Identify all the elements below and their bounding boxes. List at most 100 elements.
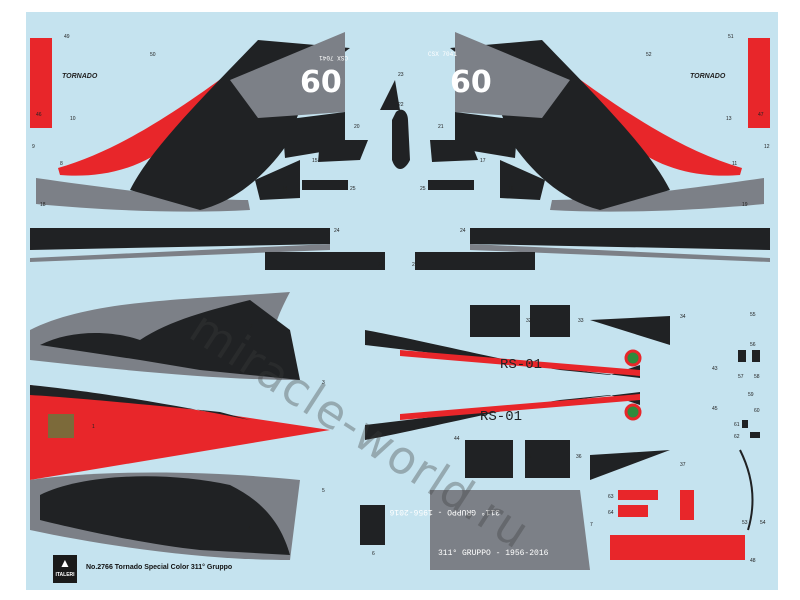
stencil-61 [742, 420, 748, 428]
decal-number-35: 35 [526, 454, 532, 460]
stencil-57 [738, 350, 746, 362]
black-eagle-head-lower-top [30, 385, 250, 420]
decal-number-62: 62 [734, 434, 740, 440]
decal-number-57: 57 [738, 374, 744, 380]
decal-number-16: 16 [508, 186, 514, 192]
black-panel-35 [465, 440, 513, 478]
decal-number-23: 23 [398, 72, 404, 78]
black-strip-left-25 [302, 180, 348, 190]
decal-number-12: 12 [764, 144, 770, 150]
decal-number-48: 48 [750, 558, 756, 564]
decal-number-36: 36 [576, 454, 582, 460]
black-panel-left-14 [255, 160, 300, 200]
black-eagle-head-lower [40, 476, 290, 555]
decal-number-15: 15 [312, 158, 318, 164]
italeri-mark-icon: ▲ [59, 556, 71, 570]
black-strip-right-25 [428, 180, 474, 190]
walkway-panel-1 [48, 414, 74, 438]
tail-number-right: 60 [450, 65, 492, 100]
red-tail-fin-left [30, 38, 52, 128]
decal-number-56: 56 [750, 342, 756, 348]
black-star-panel-left [318, 140, 368, 162]
decal-number-7: 7 [590, 522, 593, 528]
red-placard-63 [618, 490, 658, 500]
decal-number-22: 22 [398, 102, 404, 108]
center-nose-decal [392, 109, 410, 169]
gruppo-text-lower: 311° GRUPPO - 1956-2016 [438, 549, 549, 558]
decal-number-2: 2 [250, 324, 253, 330]
serial-left: CSX 7041 [319, 54, 348, 61]
tornado-wordmark-right: TORNADO [690, 73, 726, 80]
decal-number-49: 49 [64, 34, 70, 40]
decal-number-14: 14 [282, 186, 288, 192]
gruppo-text-upper: 311° GRUPPO - 1956-2016 [389, 507, 500, 516]
serial-right: CSX 7041 [428, 51, 457, 58]
red-placard-64 [618, 505, 648, 517]
decal-number-43: 43 [712, 366, 718, 372]
side-fuselage-upper-red [400, 350, 640, 376]
code-rs01-upper: RS-01 [500, 357, 542, 373]
decal-number-26: 26 [378, 262, 384, 268]
gauge-arc-decal [739, 449, 754, 531]
decal-number-3: 3 [322, 380, 325, 386]
black-panel-36 [525, 440, 570, 478]
decal-number-58: 58 [754, 374, 760, 380]
decal-number-60: 60 [754, 408, 760, 414]
decal-number-24-left: 24 [334, 228, 340, 234]
decal-number-1: 1 [92, 424, 95, 430]
decal-number-55: 55 [750, 312, 756, 318]
decal-number-8: 8 [60, 161, 63, 167]
stencil-58 [752, 350, 760, 362]
decal-number-25-right: 25 [420, 186, 426, 192]
red-tail-fin-right [748, 38, 770, 128]
decal-number-5: 5 [322, 488, 325, 494]
decal-number-52: 52 [646, 52, 652, 58]
black-panel-33 [530, 305, 570, 337]
decal-number-37: 37 [680, 462, 686, 468]
black-panel-6 [360, 505, 385, 545]
decal-number-9: 9 [32, 144, 35, 150]
spine-panel-27 [415, 252, 535, 270]
decal-number-54: 54 [760, 520, 766, 526]
decal-number-21: 21 [438, 124, 444, 130]
side-fuselage-lower-red [400, 394, 640, 420]
decal-number-20: 20 [354, 124, 360, 130]
decal-number-44: 44 [454, 436, 460, 442]
long-stripe-24-left [30, 228, 330, 250]
kit-label: No.2766 Tornado Special Color 311° Grupp… [86, 564, 233, 571]
grey-fin-panel-left [230, 32, 345, 118]
stencil-62 [750, 432, 760, 438]
decal-number-34: 34 [680, 314, 686, 320]
decal-number-63: 63 [608, 494, 614, 500]
spine-panel-26 [265, 252, 385, 270]
long-stripe-grey-left [30, 244, 330, 262]
black-panel-32 [470, 305, 520, 337]
decal-number-64: 64 [608, 510, 614, 516]
spine-gruppo-panel [430, 490, 590, 570]
black-panel-right-16 [500, 160, 545, 200]
center-v-decal [380, 80, 400, 110]
decal-number-13: 13 [726, 116, 732, 122]
tail-number-left: 60 [300, 65, 342, 100]
decal-number-32: 32 [526, 318, 532, 324]
red-placard-right [680, 490, 694, 520]
decal-number-33: 33 [578, 318, 584, 324]
decal-number-53: 53 [742, 520, 748, 526]
decal-number-4: 4 [248, 526, 251, 532]
decal-number-25-left: 25 [350, 186, 356, 192]
decal-number-19: 19 [742, 202, 748, 208]
roundel-upper [624, 349, 642, 367]
decal-number-10: 10 [70, 116, 76, 122]
decal-number-27: 27 [412, 262, 418, 268]
decal-number-24-right: 24 [460, 228, 466, 234]
brand-name: ITALERI [55, 572, 75, 578]
decal-number-59: 59 [748, 392, 754, 398]
tornado-wordmark-left: TORNADO [62, 73, 98, 80]
code-rs01-lower: RS-01 [480, 409, 522, 425]
decal-number-18: 18 [40, 202, 46, 208]
red-fuselage-panel [30, 385, 330, 480]
red-intake-panel [610, 535, 745, 560]
grey-fin-panel-right [455, 32, 570, 118]
black-panel-37 [590, 450, 670, 480]
